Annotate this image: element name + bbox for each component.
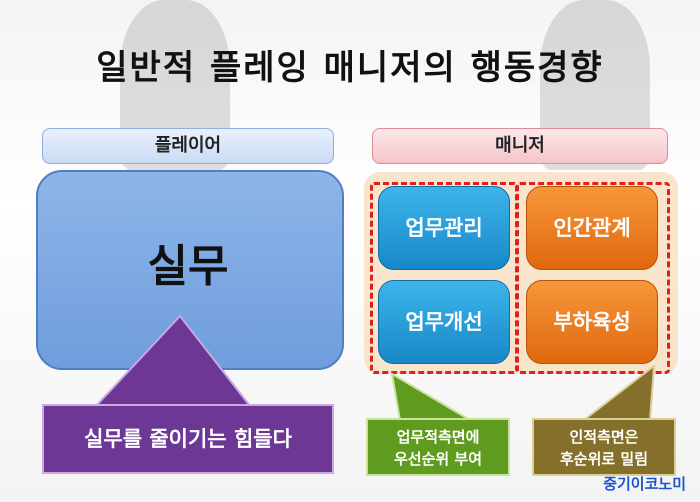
callout-people-priority: 인적측면은 후순위로 밀림 <box>532 418 676 476</box>
callout-task-priority: 업무적측면에 우선순위 부여 <box>366 418 510 476</box>
manager-tile-subordinate-development: 부하육성 <box>526 280 658 364</box>
callout-people-line2: 후순위로 밀림 <box>559 450 649 468</box>
manager-tile-task-improvement: 업무개선 <box>378 280 510 364</box>
callout-task-line2: 우선순위 부여 <box>393 450 483 468</box>
manager-tile-relationships: 인간관계 <box>526 186 658 270</box>
people-dashed-outline <box>516 182 670 374</box>
manager-header: 매니저 <box>372 128 668 164</box>
callout-people-line1: 인적측면은 <box>569 428 639 446</box>
player-header: 플레이어 <box>42 128 334 164</box>
green-callout-tail <box>390 372 474 421</box>
slide-title: 일반적 플레잉 매니저의 행동경향 <box>96 48 604 88</box>
olive-callout-tail <box>581 363 656 421</box>
player-box-label: 실무 <box>147 241 229 292</box>
brand-watermark: 중기이코노미 <box>603 475 686 493</box>
purple-callout-tail <box>93 314 253 407</box>
manager-tile-task-management: 업무관리 <box>378 186 510 270</box>
callout-player: 실무를 줄이기는 힘들다 <box>42 404 334 474</box>
callout-task-line1: 업무적측면에 <box>396 428 480 446</box>
